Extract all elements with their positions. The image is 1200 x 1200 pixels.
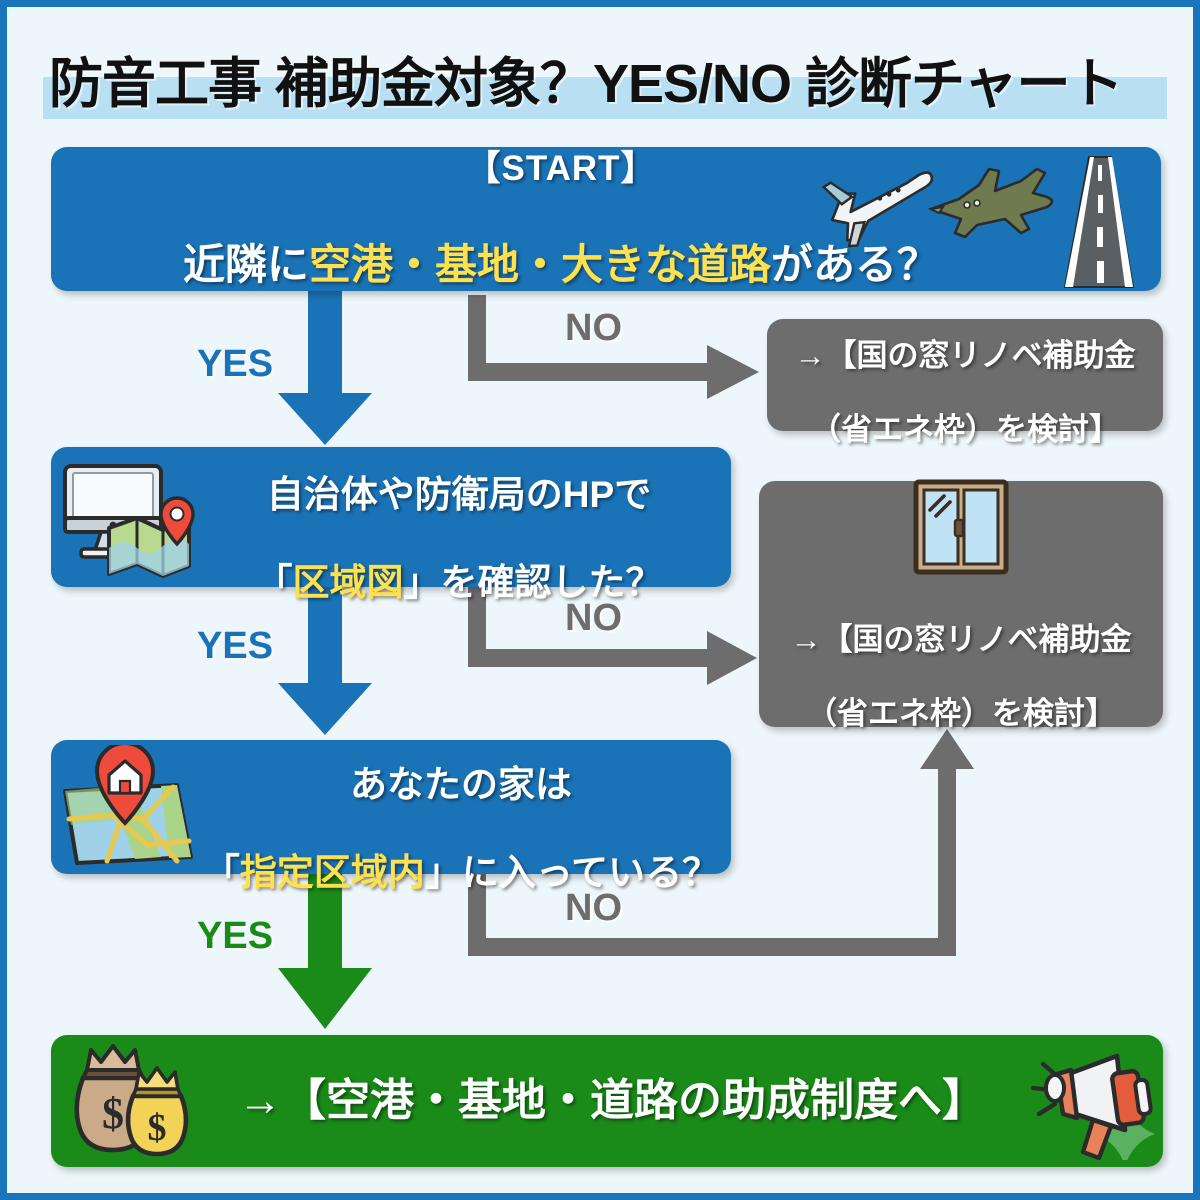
road-icon [1063,156,1135,288]
node-result-window-subsidy-1[interactable]: →【国の窓リノベ補助金 （省エネ枠）を検討】 [767,319,1163,447]
svg-text:$: $ [148,1107,167,1149]
box2-line2-open: 「 [255,561,293,603]
start-question: 近隣に空港・基地・大きな道路がある？ [61,240,1061,290]
start-question-prefix: 近隣に [182,241,309,289]
page-title-block: 防音工事 補助金対象？YES/NO 診断チャート [7,25,1193,119]
edge-label-no-2: NO [565,597,622,639]
fighter-jet-icon [927,167,1054,239]
start-question-suffix: がある？ [771,241,940,289]
megaphone-icon [1029,1042,1155,1166]
box2-line2-highlight: 区域図 [292,561,404,603]
gray2-line2: （省エネ枠）を検討】 [806,695,1116,731]
node-result-window-subsidy-2[interactable]: →【国の窓リノベ補助金 （省エネ枠）を検討】 [759,479,1163,731]
page-title: 防音工事 補助金対象？YES/NO 診断チャート [49,54,1124,114]
start-label: 【START】 [465,148,657,188]
node-in-designated-area-text: あなたの家は 「指定区域内」に入っている？ [201,720,731,895]
node-check-zone-map[interactable]: 自治体や防衛局のHPで 「区域図」を確認した？ [51,447,731,603]
edge-label-no-3: NO [565,887,622,929]
box3-line2-close: 」に入っている？ [424,851,720,893]
monitor-map-icon [51,452,201,582]
edge-label-yes-2: YES [197,625,274,667]
box2-line1: 自治体や防衛局のHPで [266,474,652,516]
title-highlight-band [43,77,1167,119]
edge-yes-2 [278,587,372,735]
svg-text:$: $ [102,1089,124,1138]
start-question-highlight: 空港・基地・大きな道路 [308,241,771,289]
node-result-window-subsidy-1-text: →【国の窓リノベ補助金 （省エネ枠）を検討】 [795,302,1136,448]
edge-yes-3 [278,874,372,1029]
window-icon [906,476,1016,580]
node-result-airport-subsidy[interactable]: $ $ →【空港・基地・道路の助成制度へ】 [51,1035,1163,1167]
gray2-line1: →【国の窓リノベ補助金 [790,622,1132,658]
node-start-content: 【START】 近隣に空港・基地・大きな道路がある？ [51,101,1061,337]
box3-line2-highlight: 指定区域内 [239,851,425,893]
box3-line1: あなたの家は [350,764,572,806]
edge-label-yes-3: YES [197,915,274,957]
node-check-zone-map-text: 自治体や防衛局のHPで 「区域図」を確認した？ [201,430,731,605]
node-result-window-subsidy-2-text: →【国の窓リノベ補助金 （省エネ枠）を検討】 [791,586,1132,732]
box3-line2-open: 「 [202,851,240,893]
box2-line2-close: 」を確認した？ [403,561,663,603]
node-in-designated-area[interactable]: あなたの家は 「指定区域内」に入っている？ [51,740,731,893]
start-icon-group [821,156,1135,288]
edge-label-yes-1: YES [197,343,274,385]
node-start[interactable]: 【START】 近隣に空港・基地・大きな道路がある？ [51,147,1161,291]
map-house-pin-icon [51,740,201,870]
node-result-airport-subsidy-text: →【空港・基地・道路の助成制度へ】 [238,1076,986,1126]
money-bags-icon: $ $ [65,1042,195,1160]
gray1-line2: （省エネ枠）を検討】 [810,411,1120,447]
gray1-line1: →【国の窓リノベ補助金 [794,338,1136,374]
edge-label-no-1: NO [565,307,622,349]
airplane-icon [821,171,934,248]
